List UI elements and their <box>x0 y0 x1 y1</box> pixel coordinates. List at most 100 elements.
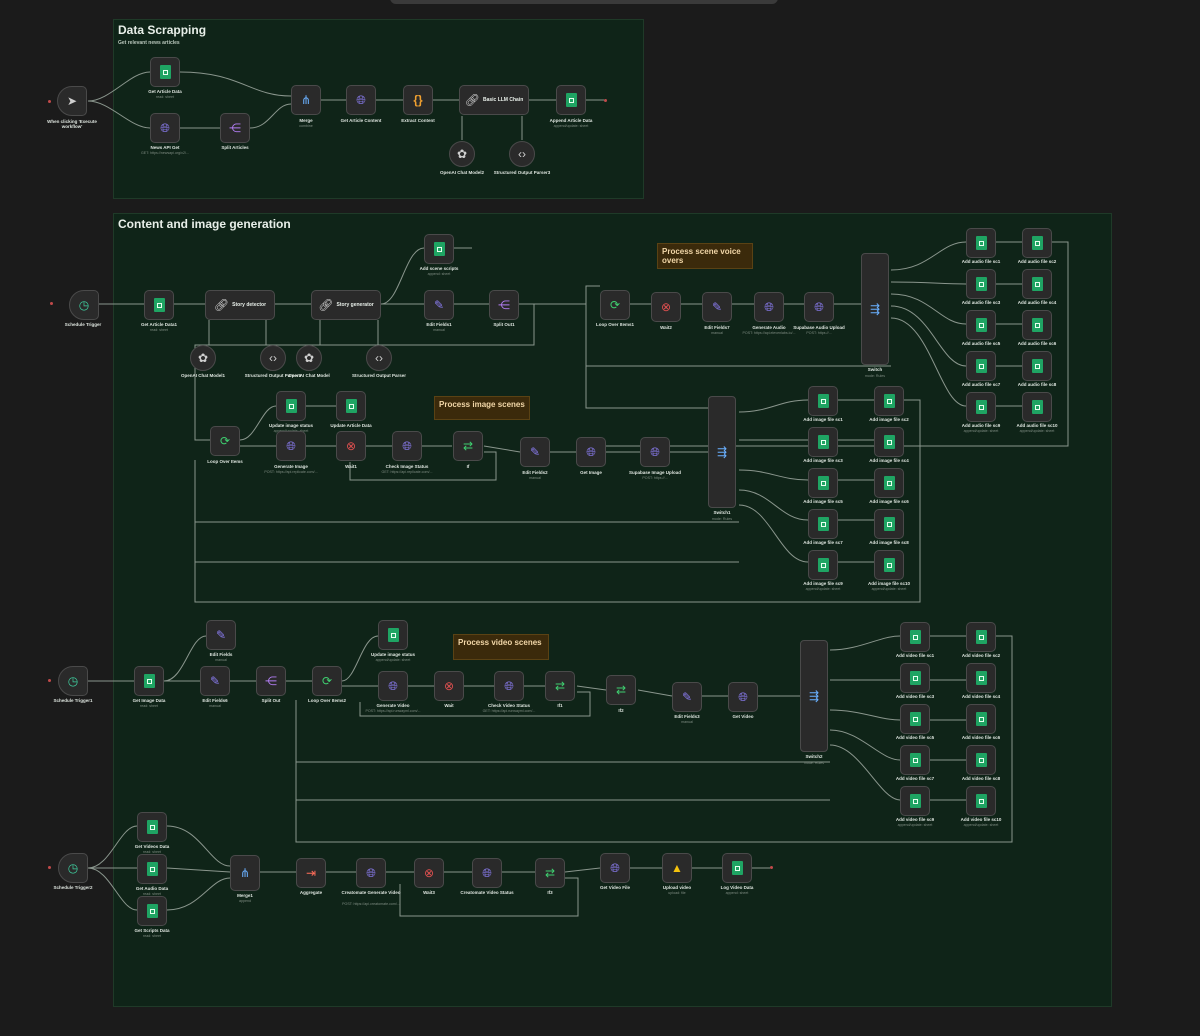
edit-fields1-node[interactable]: ✎ <box>424 290 454 320</box>
add-audio-file-b-node-4[interactable] <box>1022 351 1052 381</box>
update-article-data-node[interactable] <box>336 391 366 421</box>
note-image[interactable]: Process image scenes <box>434 396 530 420</box>
add-audio-file-a-node-1[interactable] <box>966 228 996 258</box>
wait3-node[interactable]: ⊗ <box>414 858 444 888</box>
add-image-file-b-node-5[interactable] <box>874 550 904 580</box>
log-video-data-node[interactable] <box>722 853 752 883</box>
add-image-file-b-node-2[interactable] <box>874 427 904 457</box>
add-scene-scripts-node[interactable] <box>424 234 454 264</box>
get-audio-data-node[interactable] <box>137 854 167 884</box>
edit-fields-node[interactable]: ✎ <box>206 620 236 650</box>
generate-audio-node[interactable]: 🌐︎ <box>754 292 784 322</box>
add-image-file-a-node-1[interactable] <box>808 386 838 416</box>
update-image-status2-node[interactable] <box>378 620 408 650</box>
check-image-status-node[interactable]: 🌐︎ <box>392 431 422 461</box>
note-video[interactable]: Process video scenes <box>453 634 549 660</box>
switch2-node[interactable]: ⇶ <box>800 640 828 752</box>
if-node[interactable]: ⇄ <box>453 431 483 461</box>
if3-node[interactable]: ⇄ <box>535 858 565 888</box>
add-video-file-b-node-5[interactable] <box>966 786 996 816</box>
add-image-file-a-node-4[interactable] <box>808 509 838 539</box>
add-video-file-b-node-2[interactable] <box>966 663 996 693</box>
wait2-node[interactable]: ⊗ <box>651 292 681 322</box>
get-article-data-node[interactable] <box>150 57 180 87</box>
upload-video-node[interactable]: ▲ <box>662 853 692 883</box>
structured-parser1-node[interactable]: ‹› <box>260 345 286 371</box>
add-video-file-a-node-5[interactable] <box>900 786 930 816</box>
add-audio-file-a-node-4[interactable] <box>966 351 996 381</box>
add-video-file-a-node-4[interactable] <box>900 745 930 775</box>
add-image-file-a-node-3[interactable] <box>808 468 838 498</box>
get-videos-data-node[interactable] <box>137 812 167 842</box>
update-image-status-node[interactable] <box>276 391 306 421</box>
add-image-file-b-node-4[interactable] <box>874 509 904 539</box>
supabase-audio-upload-node[interactable]: 🌐︎ <box>804 292 834 322</box>
supabase-image-upload-node[interactable]: 🌐︎ <box>640 437 670 467</box>
edit-fields3-node[interactable]: ✎ <box>672 682 702 712</box>
get-article-data1-node[interactable] <box>144 290 174 320</box>
get-image-node[interactable]: 🌐︎ <box>576 437 606 467</box>
wait1-node[interactable]: ⊗ <box>336 431 366 461</box>
loop-over-items2-node[interactable]: ⟳ <box>312 666 342 696</box>
openai-chat-model2-node[interactable]: ✿ <box>449 141 475 167</box>
schedule-trigger2-node[interactable]: ◷ <box>58 853 88 883</box>
add-video-file-a-node-3[interactable] <box>900 704 930 734</box>
get-scripts-data-node[interactable] <box>137 896 167 926</box>
split-out-node[interactable]: ⋲ <box>256 666 286 696</box>
basic-llm-chain-node[interactable]: 🔗︎Basic LLM Chain <box>459 85 529 115</box>
append-article-data-node[interactable] <box>556 85 586 115</box>
add-audio-file-a-node-5[interactable] <box>966 392 996 422</box>
add-video-file-b-node-1[interactable] <box>966 622 996 652</box>
schedule-trigger1-node[interactable]: ◷ <box>58 666 88 696</box>
manual-trigger-node[interactable]: ➤ <box>57 86 87 116</box>
add-audio-file-b-node-3[interactable] <box>1022 310 1052 340</box>
get-article-content-node[interactable]: 🌐︎ <box>346 85 376 115</box>
edit-fields6-node[interactable]: ✎ <box>200 666 230 696</box>
generate-video-node[interactable]: 🌐︎ <box>378 671 408 701</box>
wait-node[interactable]: ⊗ <box>434 671 464 701</box>
creatomate-status-node[interactable]: 🌐︎ <box>472 858 502 888</box>
merge1-node[interactable]: ⋔ <box>230 855 260 891</box>
add-image-file-b-node-3[interactable] <box>874 468 904 498</box>
add-image-file-a-node-5[interactable] <box>808 550 838 580</box>
story-generator-node[interactable]: 🔗︎Story generator <box>311 290 381 320</box>
add-audio-file-b-node-1[interactable] <box>1022 228 1052 258</box>
add-image-file-b-node-1[interactable] <box>874 386 904 416</box>
split-articles-node[interactable]: ⋲ <box>220 113 250 143</box>
add-video-file-b-node-4[interactable] <box>966 745 996 775</box>
story-detector-node[interactable]: 🔗︎Story detector <box>205 290 275 320</box>
if1-node[interactable]: ⇄ <box>545 671 575 701</box>
check-video-status-node[interactable]: 🌐︎ <box>494 671 524 701</box>
add-audio-file-a-node-2[interactable] <box>966 269 996 299</box>
switch-node[interactable]: ⇶ <box>861 253 889 365</box>
switch1-node[interactable]: ⇶ <box>708 396 736 508</box>
extract-content-node[interactable]: {} <box>403 85 433 115</box>
creatomate-generate-node[interactable]: 🌐︎ <box>356 858 386 888</box>
loop-over-items-node[interactable]: ⟳ <box>210 426 240 456</box>
schedule-trigger-node[interactable]: ◷ <box>69 290 99 320</box>
generate-image-node[interactable]: 🌐︎ <box>276 431 306 461</box>
structured-parser3-node[interactable]: ‹› <box>509 141 535 167</box>
merge-node[interactable]: ⋔ <box>291 85 321 115</box>
news-api-get-node[interactable]: 🌐︎ <box>150 113 180 143</box>
structured-parser-node[interactable]: ‹› <box>366 345 392 371</box>
edit-fields7-node[interactable]: ✎ <box>702 292 732 322</box>
aggregate-node[interactable]: ⇥ <box>296 858 326 888</box>
add-audio-file-b-node-2[interactable] <box>1022 269 1052 299</box>
if2-node[interactable]: ⇄ <box>606 675 636 705</box>
add-audio-file-a-node-3[interactable] <box>966 310 996 340</box>
note-voice[interactable]: Process scene voice overs <box>657 243 753 269</box>
edit-fields2-node[interactable]: ✎ <box>520 437 550 467</box>
loop-over-items1-node[interactable]: ⟳ <box>600 290 630 320</box>
add-video-file-b-node-3[interactable] <box>966 704 996 734</box>
get-image-data-node[interactable] <box>134 666 164 696</box>
add-audio-file-b-node-5[interactable] <box>1022 392 1052 422</box>
get-video-file-node[interactable]: 🌐︎ <box>600 853 630 883</box>
add-video-file-a-node-1[interactable] <box>900 622 930 652</box>
add-video-file-a-node-2[interactable] <box>900 663 930 693</box>
get-video-node[interactable]: 🌐︎ <box>728 682 758 712</box>
openai-chat-model-node[interactable]: ✿ <box>296 345 322 371</box>
add-image-file-a-node-2[interactable] <box>808 427 838 457</box>
split-out1-node[interactable]: ⋲ <box>489 290 519 320</box>
openai-chat-model1-node[interactable]: ✿ <box>190 345 216 371</box>
